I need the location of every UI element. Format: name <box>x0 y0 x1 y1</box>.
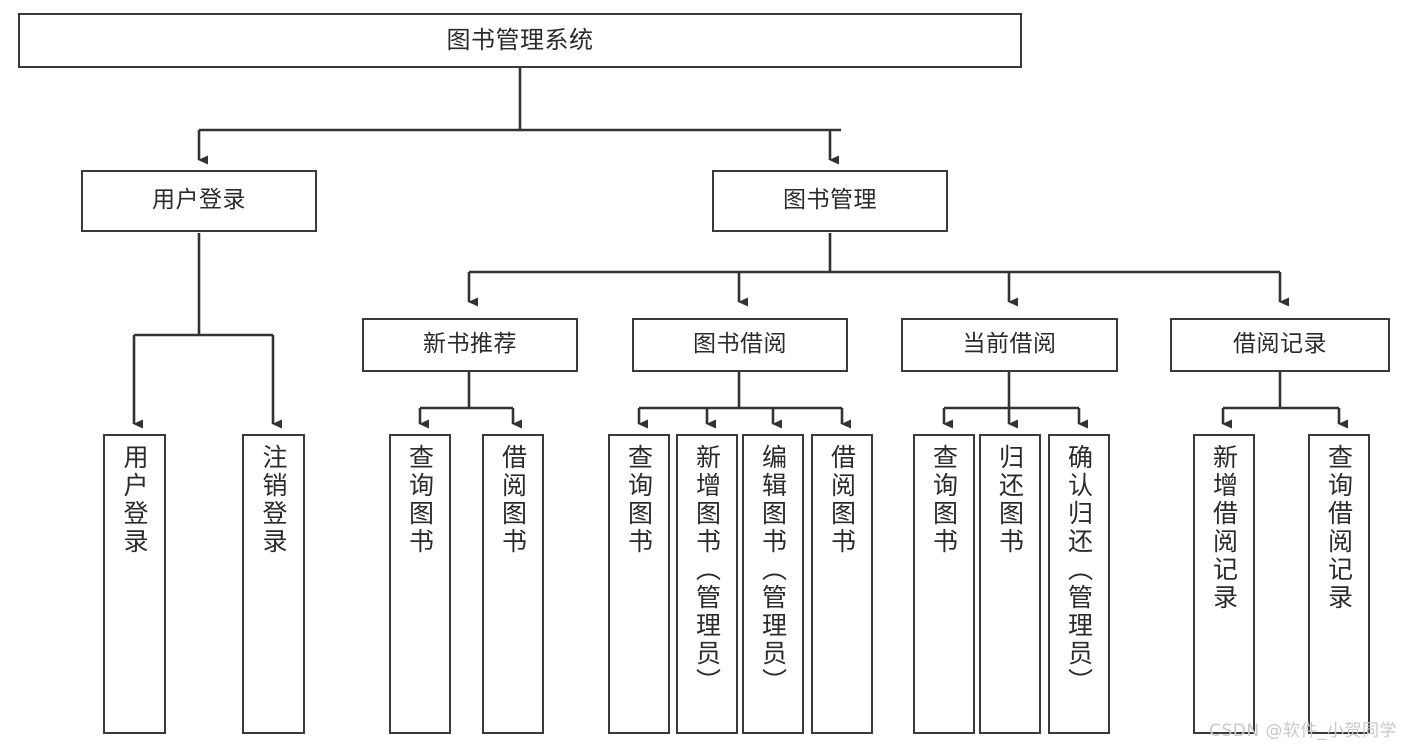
leaf-current-borrow-return-label: 归还图书 <box>995 444 1025 556</box>
leaf-current-borrow-return[interactable]: 归还图书 <box>979 434 1041 734</box>
node-book-borrow-label: 图书借阅 <box>693 331 787 358</box>
node-book-management[interactable]: 图书管理 <box>712 170 948 232</box>
leaf-user-login-login-label: 用户登录 <box>120 444 149 556</box>
node-user-login-label: 用户登录 <box>152 187 246 214</box>
leaf-book-borrow-query[interactable]: 查询图书 <box>608 434 670 734</box>
node-current-borrow[interactable]: 当前借阅 <box>901 318 1118 372</box>
node-new-book-recommend[interactable]: 新书推荐 <box>362 318 578 372</box>
node-root-system-label: 图书管理系统 <box>446 26 594 55</box>
leaf-current-borrow-confirm[interactable]: 确认归还（管理员） <box>1048 434 1110 734</box>
leaf-borrow-record-add-label: 新增借阅记录 <box>1209 444 1239 612</box>
leaf-book-borrow-borrow-label: 借阅图书 <box>827 444 857 556</box>
leaf-borrow-record-add[interactable]: 新增借阅记录 <box>1193 434 1255 734</box>
leaf-book-borrow-add-label: 新增图书（管理员） <box>692 444 722 696</box>
node-borrow-record[interactable]: 借阅记录 <box>1170 318 1390 372</box>
leaf-current-borrow-confirm-label: 确认归还（管理员） <box>1064 444 1094 696</box>
node-book-borrow[interactable]: 图书借阅 <box>632 318 848 372</box>
leaf-user-login-login[interactable]: 用户登录 <box>103 434 166 734</box>
leaf-new-book-borrow[interactable]: 借阅图书 <box>482 434 544 734</box>
csdn-watermark: CSDN @软件_小贺同学 <box>1209 721 1397 741</box>
node-user-login[interactable]: 用户登录 <box>81 170 317 232</box>
node-new-book-recommend-label: 新书推荐 <box>423 331 517 358</box>
node-root-system[interactable]: 图书管理系统 <box>18 13 1022 68</box>
node-borrow-record-label: 借阅记录 <box>1233 331 1327 358</box>
leaf-new-book-query-label: 查询图书 <box>405 444 435 556</box>
leaf-borrow-record-query[interactable]: 查询借阅记录 <box>1308 434 1370 734</box>
node-book-management-label: 图书管理 <box>783 187 877 214</box>
leaf-new-book-borrow-label: 借阅图书 <box>498 444 528 556</box>
leaf-book-borrow-edit[interactable]: 编辑图书（管理员） <box>742 434 804 734</box>
leaf-current-borrow-query[interactable]: 查询图书 <box>913 434 975 734</box>
leaf-book-borrow-borrow[interactable]: 借阅图书 <box>811 434 873 734</box>
leaf-new-book-query[interactable]: 查询图书 <box>389 434 451 734</box>
leaf-book-borrow-query-label: 查询图书 <box>624 444 654 556</box>
leaf-current-borrow-query-label: 查询图书 <box>929 444 959 556</box>
leaf-book-borrow-add[interactable]: 新增图书（管理员） <box>676 434 738 734</box>
leaf-user-login-logout[interactable]: 注销登录 <box>242 434 305 734</box>
leaf-user-login-logout-label: 注销登录 <box>259 444 288 556</box>
leaf-book-borrow-edit-label: 编辑图书（管理员） <box>758 444 788 696</box>
leaf-borrow-record-query-label: 查询借阅记录 <box>1324 444 1354 612</box>
node-current-borrow-label: 当前借阅 <box>962 331 1057 358</box>
